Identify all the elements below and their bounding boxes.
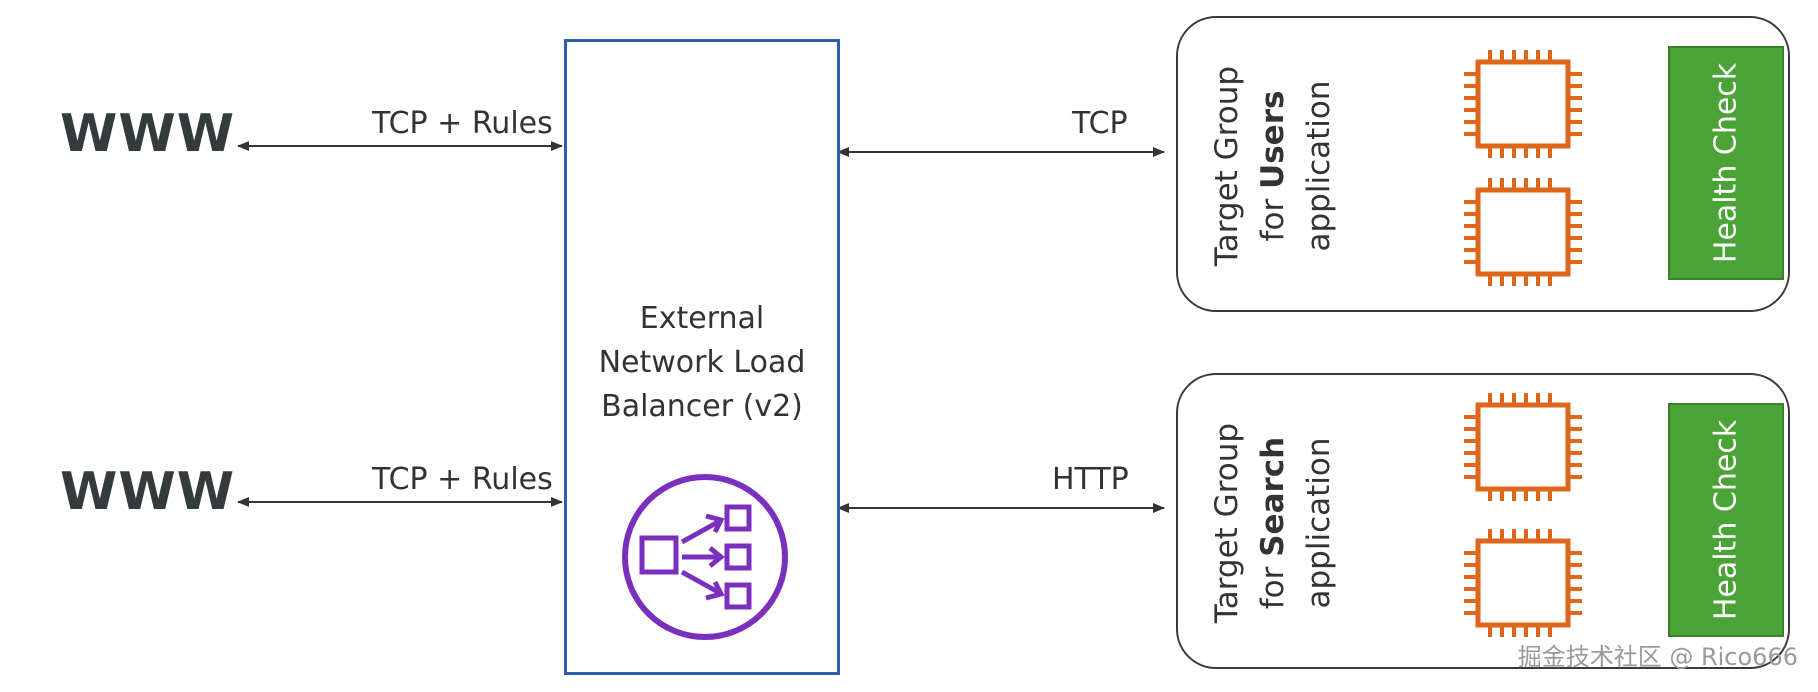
www-source-top: WWW <box>60 104 236 164</box>
edge-label-users: TCP <box>1072 106 1128 141</box>
target-group-users-label: Target Group for Users application <box>1198 28 1348 304</box>
target-group-search[interactable]: Target Group for Search application Heal… <box>1176 373 1790 669</box>
ec2-instance-chip-icon[interactable] <box>1460 391 1586 503</box>
health-check-users[interactable]: Health Check <box>1668 46 1784 280</box>
tg-users-label-line-2: for Users <box>1250 28 1296 304</box>
lb-title-line-3: Balancer (v2) <box>601 389 803 424</box>
tg-search-label-for: for <box>1255 566 1291 610</box>
www-source-bottom: WWW <box>60 462 236 522</box>
edge-label-www-bottom: TCP + Rules <box>372 462 553 497</box>
health-check-search-label: Health Check <box>1708 419 1744 621</box>
health-check-search[interactable]: Health Check <box>1668 403 1784 637</box>
tg-users-label-line-3: application <box>1301 80 1337 252</box>
load-balancer-box[interactable]: External Network Load Balancer (v2) <box>564 39 840 675</box>
ec2-instance-chip-icon[interactable] <box>1460 527 1586 639</box>
target-group-users[interactable]: Target Group for Users application Healt… <box>1176 16 1790 312</box>
tg-users-label-line-1: Target Group <box>1209 65 1245 267</box>
tg-users-label-name: Users <box>1255 90 1291 189</box>
target-group-search-label: Target Group for Search application <box>1198 385 1348 661</box>
tg-search-label-name: Search <box>1255 436 1291 557</box>
load-balancer-title: External Network Load Balancer (v2) <box>567 297 837 429</box>
edge-label-www-top: TCP + Rules <box>372 106 553 141</box>
lb-title-line-2: Network Load <box>598 345 806 380</box>
ec2-instance-chip-icon[interactable] <box>1460 176 1586 288</box>
tg-search-label-line-1: Target Group <box>1209 422 1245 624</box>
tg-search-label-line-3: application <box>1301 437 1337 609</box>
edge-label-search: HTTP <box>1052 462 1129 497</box>
tg-users-label-for: for <box>1255 198 1291 242</box>
watermark: 掘金技术社区 @ Rico666 <box>1517 643 1798 671</box>
network-load-balancer-icon <box>622 474 788 640</box>
ec2-instance-chip-icon[interactable] <box>1460 48 1586 160</box>
lb-title-line-1: External <box>639 301 765 336</box>
health-check-users-label: Health Check <box>1708 62 1744 264</box>
tg-search-label-line-2: for Search <box>1250 385 1296 661</box>
